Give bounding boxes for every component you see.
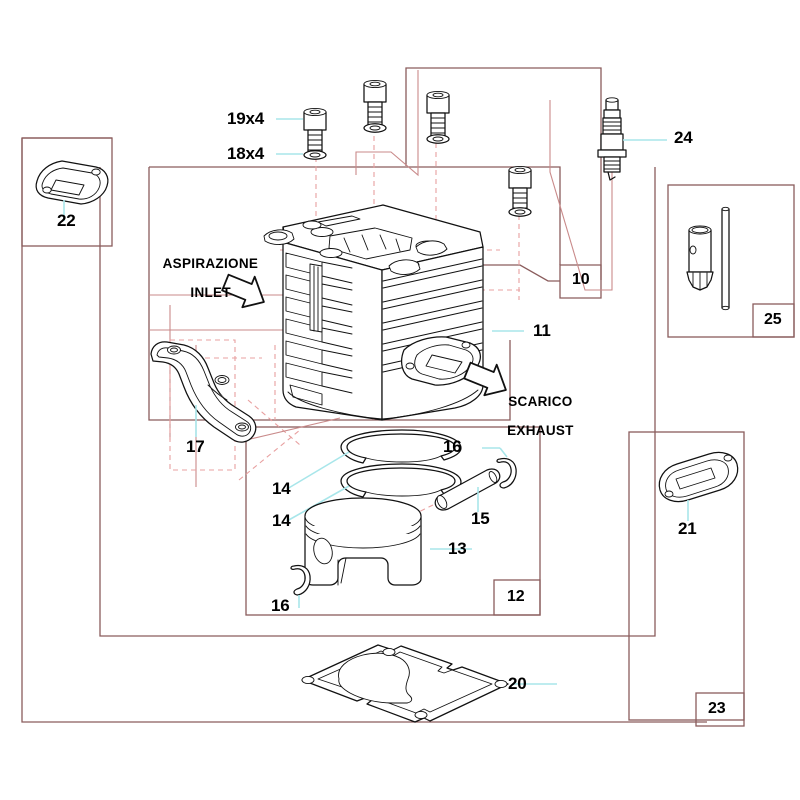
part-14-ring-lower [286, 463, 462, 522]
part-22-intake-gasket [35, 160, 109, 221]
box-23-frame [628, 431, 745, 727]
inlet-arrow-icon [221, 273, 265, 309]
callout-22: 22 [57, 211, 76, 230]
callout-24: 24 [674, 128, 693, 147]
part-20-base-gasket [301, 644, 557, 723]
exhaust-label-en: EXHAUST [507, 422, 574, 438]
box-12-frame [245, 426, 541, 616]
inlet-label-it: ASPIRAZIONE [162, 256, 259, 272]
callout-17: 17 [186, 437, 205, 456]
callout-19x4: 19x4 [227, 109, 265, 128]
inlet-label-en: INLET [190, 284, 231, 300]
part-25-wrench-kit [686, 206, 730, 311]
part-19-bolt-c [426, 90, 450, 144]
callout-11: 11 [533, 321, 551, 340]
callout-14-lower: 14 [272, 511, 291, 530]
callout-15: 15 [471, 509, 490, 528]
part-16-circlip-right [482, 447, 517, 489]
boxnum-10: 10 [572, 271, 590, 288]
boxnum-12: 12 [507, 588, 525, 605]
part-11-cylinder [263, 204, 524, 421]
part-16-circlip-left [290, 564, 311, 608]
box-25-frame [667, 184, 795, 338]
exhaust-arrow-icon [463, 361, 507, 397]
box-22-frame [21, 137, 113, 247]
inlet-marker: ASPIRAZIONE INLET [155, 243, 258, 300]
box-group-frame [99, 167, 656, 637]
callout-21: 21 [678, 519, 697, 538]
callout-14-upper: 14 [272, 479, 291, 498]
part-19-bolt-d [508, 165, 532, 217]
callout-18x4: 18x4 [227, 144, 265, 163]
callout-13: 13 [448, 539, 467, 558]
callout-20: 20 [508, 674, 527, 693]
part-17-support-bracket [150, 341, 257, 443]
part-21-exhaust-gasket [658, 451, 739, 521]
part-24-spark-plug [597, 97, 667, 181]
part-14-ring-upper [286, 429, 462, 490]
part-13-piston [304, 497, 472, 586]
exhaust-label-it: SCARICO [508, 394, 573, 410]
part-18-washer-a [303, 150, 327, 160]
callout-16-left: 16 [271, 596, 290, 615]
callout-16-right: 16 [443, 437, 462, 456]
part-19-bolt-b [363, 79, 387, 133]
part-15-piston-pin [434, 468, 501, 512]
boxnum-25: 25 [764, 311, 782, 328]
exhaust-marker: SCARICO EXHAUST [499, 381, 574, 438]
boxnum-23: 23 [708, 700, 726, 717]
